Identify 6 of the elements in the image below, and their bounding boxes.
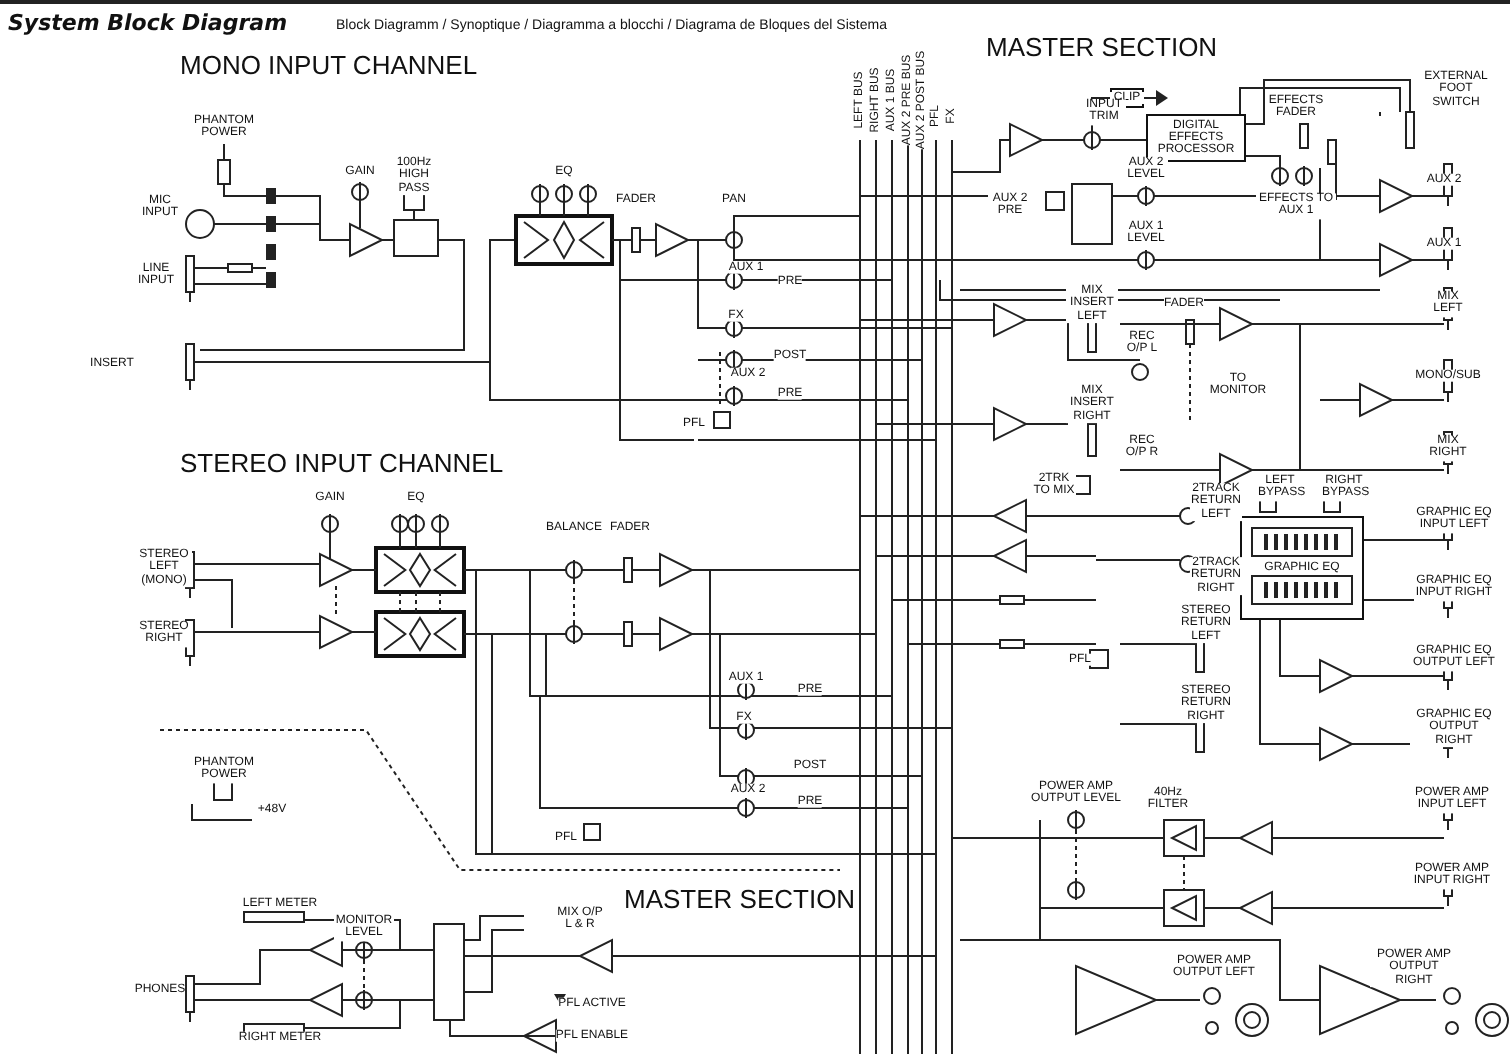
section-heading: STEREO INPUT CHANNEL (180, 450, 504, 478)
section-heading: MONO INPUT CHANNEL (180, 52, 478, 80)
diagram-title: System Block Diagram (8, 10, 288, 36)
section-heading: MASTER SECTION (986, 34, 1218, 62)
section-heading: MASTER SECTION (624, 886, 856, 914)
block-box (1240, 516, 1364, 620)
